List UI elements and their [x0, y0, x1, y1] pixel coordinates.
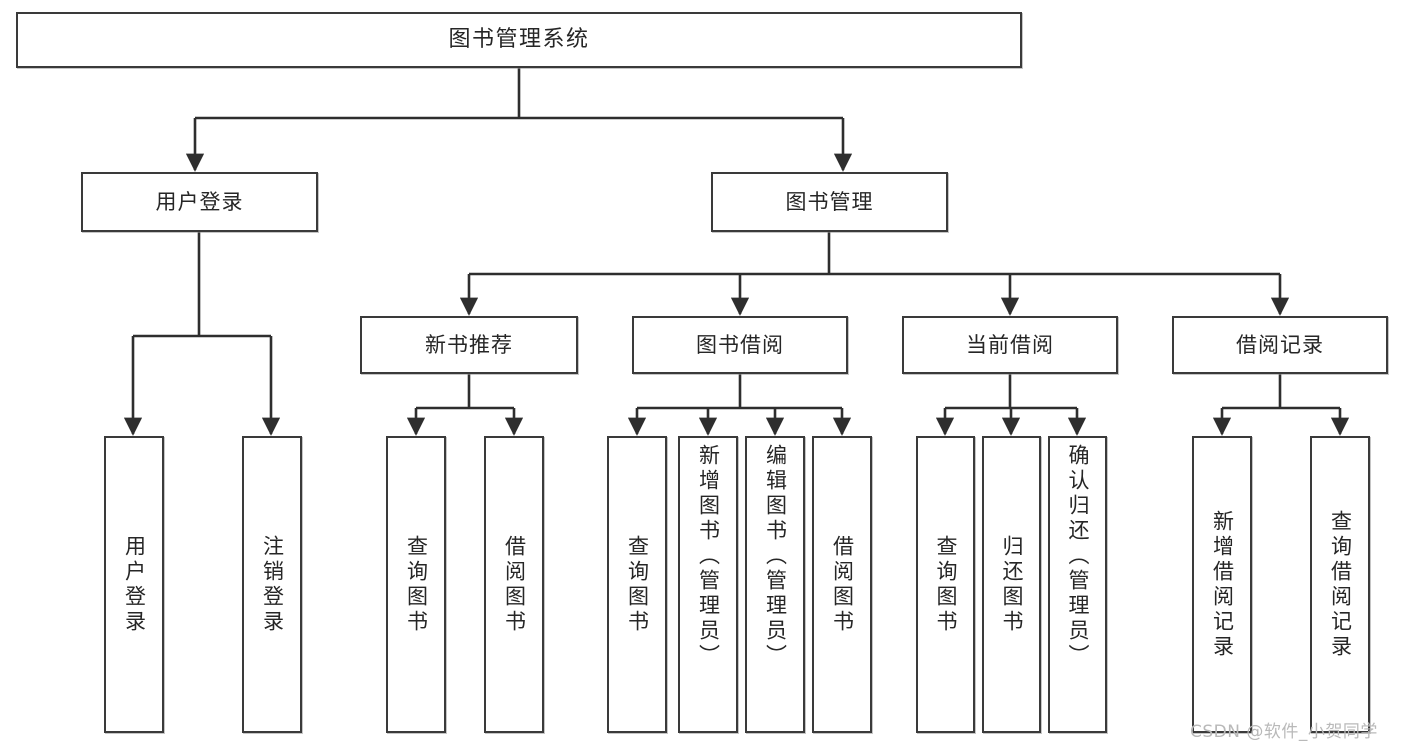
node-user-login[interactable]: 用户登录	[81, 172, 318, 232]
node-leaf-user-login[interactable]: 用户登录	[104, 436, 164, 733]
node-book-borrow-label: 图书借阅	[696, 332, 784, 357]
node-book-manage[interactable]: 图书管理	[711, 172, 948, 232]
node-leaf-return-book[interactable]: 归还图书	[982, 436, 1041, 733]
node-leaf-return-book-label: 归还图书	[1000, 534, 1024, 635]
node-leaf-query-book-cur-label: 查询图书	[934, 534, 958, 635]
node-user-login-label: 用户登录	[155, 189, 244, 214]
node-borrow-record[interactable]: 借阅记录	[1172, 316, 1388, 374]
node-leaf-query-book-rec-label: 查询图书	[404, 534, 429, 635]
node-new-book-rec-label: 新书推荐	[425, 332, 513, 357]
csdn-watermark: CSDN @软件_小贺同学	[1190, 722, 1378, 742]
node-borrow-record-label: 借阅记录	[1236, 332, 1324, 357]
node-leaf-borrow-book-rec-label: 借阅图书	[502, 534, 527, 635]
node-leaf-borrow-book-rec[interactable]: 借阅图书	[484, 436, 544, 733]
node-leaf-add-record-label: 新增借阅记录	[1210, 509, 1235, 660]
node-new-book-rec[interactable]: 新书推荐	[360, 316, 578, 374]
node-leaf-edit-book-label: 编辑图书（管理员）	[763, 444, 788, 669]
node-leaf-logout[interactable]: 注销登录	[242, 436, 302, 733]
node-leaf-query-record[interactable]: 查询借阅记录	[1310, 436, 1370, 733]
node-root[interactable]: 图书管理系统	[16, 12, 1022, 68]
node-leaf-query-book[interactable]: 查询图书	[607, 436, 667, 733]
node-leaf-add-book-label: 新增图书（管理员）	[696, 444, 721, 669]
node-leaf-borrow-book[interactable]: 借阅图书	[812, 436, 872, 733]
node-leaf-query-record-label: 查询借阅记录	[1328, 509, 1353, 660]
node-leaf-user-login-label: 用户登录	[122, 534, 147, 635]
node-leaf-query-book-cur[interactable]: 查询图书	[916, 436, 975, 733]
node-leaf-confirm-return[interactable]: 确认归还（管理员）	[1048, 436, 1107, 733]
node-leaf-query-book-rec[interactable]: 查询图书	[386, 436, 446, 733]
node-leaf-edit-book[interactable]: 编辑图书（管理员）	[745, 436, 805, 733]
node-leaf-add-book[interactable]: 新增图书（管理员）	[678, 436, 738, 733]
node-leaf-borrow-book-label: 借阅图书	[830, 534, 855, 635]
node-leaf-logout-label: 注销登录	[260, 534, 285, 635]
node-leaf-confirm-return-label: 确认归还（管理员）	[1066, 444, 1090, 669]
node-leaf-add-record[interactable]: 新增借阅记录	[1192, 436, 1252, 733]
node-book-manage-label: 图书管理	[785, 189, 874, 214]
node-book-borrow[interactable]: 图书借阅	[632, 316, 848, 374]
node-leaf-query-book-label: 查询图书	[625, 534, 650, 635]
node-current-borrow-label: 当前借阅	[966, 332, 1054, 357]
node-current-borrow[interactable]: 当前借阅	[902, 316, 1118, 374]
node-root-label: 图书管理系统	[448, 27, 590, 53]
